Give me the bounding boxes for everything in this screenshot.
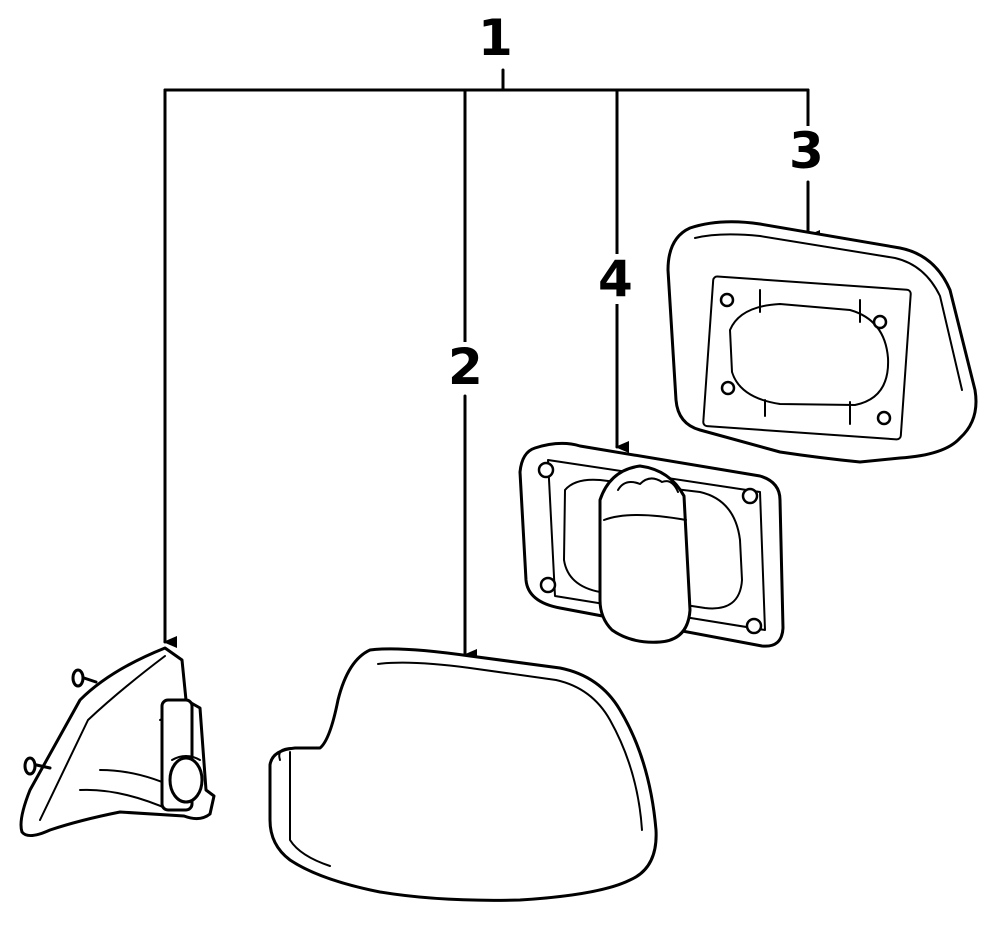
callout-4: 4	[596, 250, 635, 308]
callout-3: 3	[787, 122, 826, 180]
mirror-motor-part	[518, 441, 785, 648]
mirror-glass-part	[666, 220, 978, 464]
callout-1: 1	[476, 9, 515, 67]
callout-2: 2	[446, 338, 485, 396]
mirror-cover-part	[268, 647, 658, 902]
mirror-base-part	[19, 646, 216, 837]
leader-lines	[163, 68, 820, 661]
